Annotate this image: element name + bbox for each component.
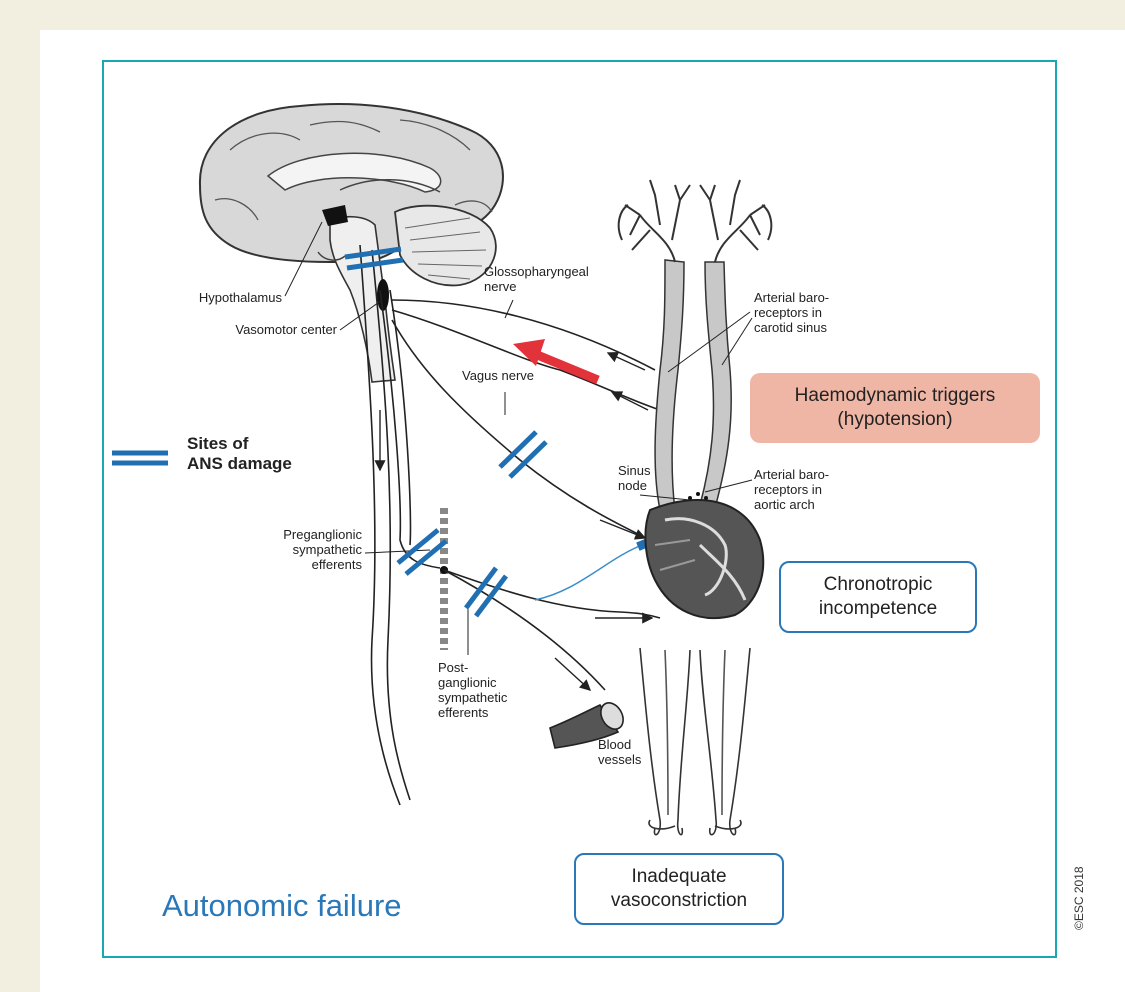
label-aortic-baroreceptors: Arterial baro- receptors in aortic arch	[754, 467, 830, 512]
damage-marker-vagus	[498, 430, 548, 479]
label-preganglionic-efferents: Preganglionic sympathetic efferents	[283, 527, 362, 572]
label-blood-vessels: Blood vessels	[598, 737, 642, 767]
label-sinus-node: Sinus node	[618, 463, 651, 493]
damage-marker-brainstem	[344, 246, 404, 271]
legend-label: Sites of ANS damage	[187, 434, 292, 473]
label-postganglionic-efferents: Post- ganglionic sympathetic efferents	[438, 660, 508, 720]
figure-title: Autonomic failure	[162, 888, 402, 923]
afferent-nerves	[391, 299, 661, 536]
inadequate-vasoconstriction-box: Inadequate vasoconstriction	[574, 853, 784, 925]
blood-vessel-illustration	[549, 702, 624, 749]
label-carotid-baroreceptors: Arterial baro- receptors in carotid sinu…	[754, 290, 830, 335]
label-leader-lines	[284, 221, 753, 655]
cerebral-arteries	[617, 179, 773, 263]
label-glossopharyngeal-nerve: Glossopharyngeal nerve	[484, 264, 589, 294]
damage-marker-preganglionic	[396, 528, 448, 576]
trigger-arrow	[513, 339, 600, 385]
copyright-notice: ©ESC 2018	[1072, 866, 1086, 930]
legs-illustration	[639, 647, 751, 836]
haemodynamic-trigger-box: Haemodynamic triggers (hypotension)	[750, 373, 1040, 443]
double-bar-damage-icon	[112, 450, 168, 466]
carotid-arteries	[654, 259, 732, 511]
label-vasomotor-center: Vasomotor center	[235, 322, 337, 337]
label-hypothalamus: Hypothalamus	[198, 290, 282, 305]
cardiac-efferent-line	[534, 539, 648, 601]
label-vagus-nerve: Vagus nerve	[462, 368, 535, 383]
sympathetic-chain	[440, 508, 448, 650]
heart-illustration	[644, 492, 765, 620]
chronotropic-incompetence-box: Chronotropic incompetence	[779, 561, 977, 633]
brain-illustration	[198, 103, 504, 383]
spinal-cord-tracts	[359, 244, 441, 806]
damage-marker-postganglionic	[464, 566, 508, 618]
